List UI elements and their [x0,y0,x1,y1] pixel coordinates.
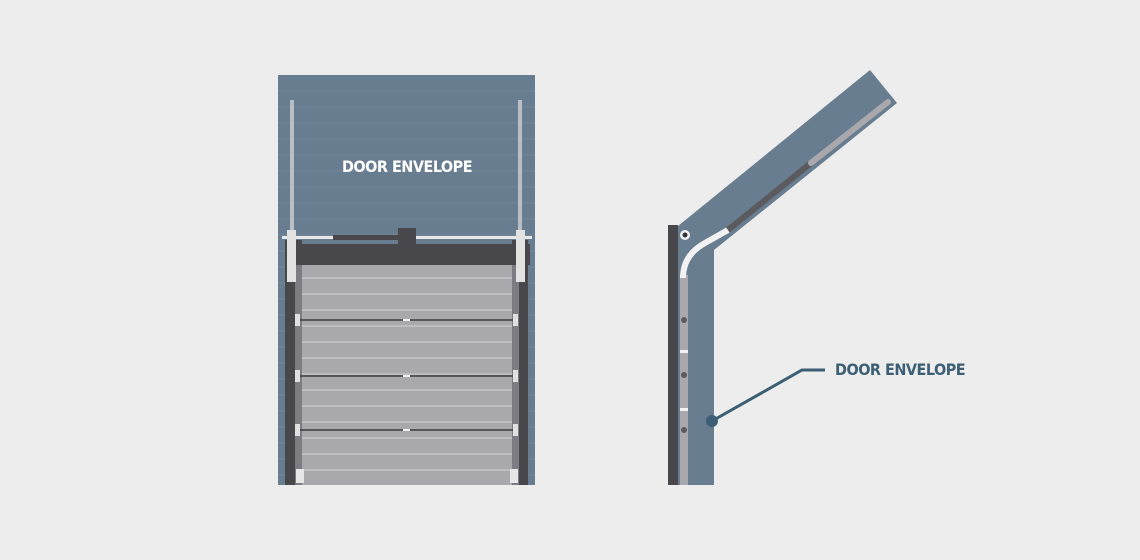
right-bracket [516,230,525,282]
side-joint [680,350,688,353]
roller [681,372,687,378]
vertical-track [680,275,688,485]
right-rod [518,100,522,235]
side-joint [680,408,688,411]
roller [681,427,687,433]
side-jamb [668,225,678,485]
panel-lines [302,277,512,471]
spring [333,235,403,240]
callout-line [711,368,825,423]
callout-dot [706,415,718,427]
hinge [295,314,300,326]
hinge [295,424,300,436]
right-bottom-bracket [510,469,518,483]
front-view: DOOR ENVELOPE [278,75,535,485]
left-rod [290,100,294,235]
handle [403,319,410,321]
side-envelope-label: DOOR ENVELOPE [835,360,965,379]
hinge [295,370,300,382]
horizontal-track-light [808,99,891,166]
roller [681,317,687,323]
front-envelope-label: DOOR ENVELOPE [342,157,472,176]
left-bottom-bracket [296,469,304,483]
motor-box [398,228,416,256]
hinge [513,370,518,382]
left-bracket [287,230,296,282]
handle [403,429,410,431]
hinge [513,424,518,436]
handle [403,375,410,377]
section-joints [295,314,518,436]
horizontal-track-dark [726,160,813,233]
hinge [513,314,518,326]
curved-track [680,227,730,279]
drum-center [682,232,688,238]
side-view: DOOR ENVELOPE [668,70,966,485]
